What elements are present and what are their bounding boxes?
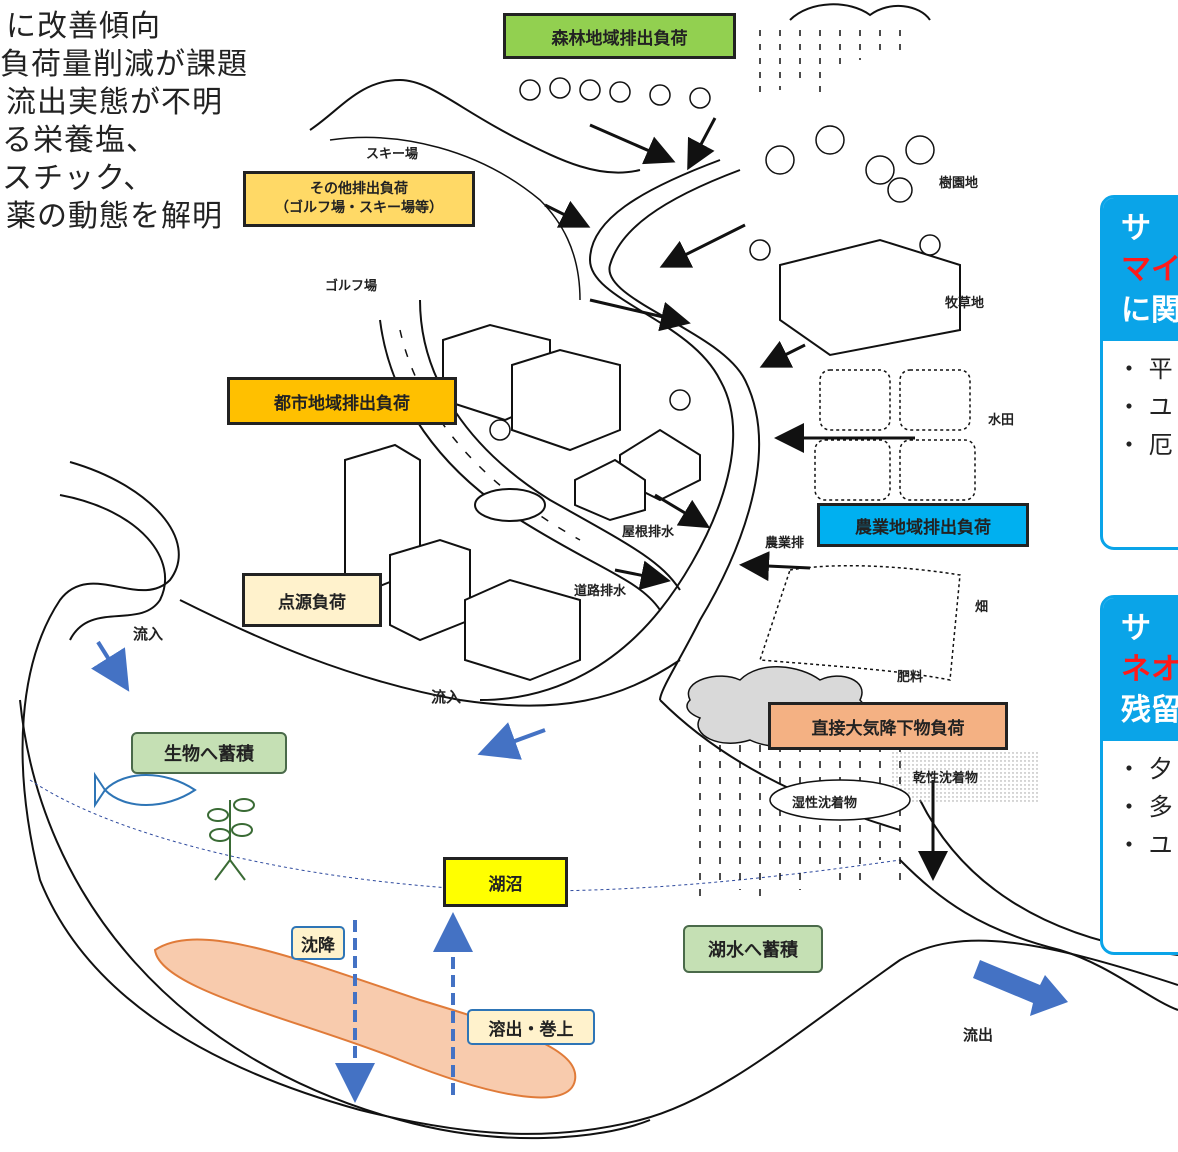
orchard-label: 樹園地 (939, 176, 979, 191)
outflow-label: 流出 (963, 1026, 994, 1044)
other-load-title: その他排出負荷 (310, 181, 408, 197)
other-load-label: その他排出負荷 （ゴルフ場・スキー場等） (243, 171, 475, 227)
panel-title-line: 残留 (1121, 693, 1178, 728)
inflow-label: 流入 (133, 625, 164, 643)
panel-title-line: に関 (1121, 293, 1178, 328)
lake-outline (21, 461, 1178, 1135)
bullet-line: 負荷量削減が課題 (0, 47, 248, 82)
agri-drainage-label: 農業排 (765, 536, 805, 551)
panel-header: サ マイ に関 (1103, 198, 1178, 341)
inflow-label: 流入 (431, 688, 462, 706)
left-bullet-text: に改善傾向 負荷量削減が課題 流出実態が不明 る栄養塩、 スチック、 薬の動態を… (0, 8, 248, 236)
river-bank-left (479, 159, 735, 701)
sub-theme-panel-2: サ ネオ 残留 ・ 夕 ・ 多 ・ ユ (1100, 595, 1178, 955)
paddy-label: 水田 (988, 413, 1015, 428)
dry-deposition-area (890, 752, 1040, 802)
urban-load-label: 都市地域排出負荷 (227, 377, 457, 425)
panel-title-line: サ (1121, 611, 1151, 646)
rain-cloud-top (789, 3, 931, 21)
point-source-label: 点源負荷 (242, 573, 382, 627)
wet-deposition-cloud (769, 779, 911, 821)
dry-deposition-label: 乾性沈着物 (913, 771, 979, 786)
ski-resort-label: スキー場 (366, 147, 419, 162)
bullet-line: に改善傾向 (6, 9, 161, 44)
panel-item: ・ 厄 (1117, 431, 1173, 459)
bullet-line: 薬の動態を解明 (6, 199, 223, 234)
road-drainage-label: 道路排水 (574, 584, 627, 599)
panel-title-highlight: ネオ (1121, 652, 1178, 687)
sub-theme-panel-1: サ マイ に関 ・ 平 ・ ユ ・ 厄 (1100, 195, 1178, 550)
panel-item: ・ 夕 (1117, 755, 1173, 783)
pasture-label: 牧草地 (945, 296, 985, 311)
resuspension-label: 溶出・巻上 (467, 1009, 595, 1045)
panel-item: ・ 多 (1117, 793, 1173, 821)
panel-header: サ ネオ 残留 (1103, 598, 1178, 741)
bullet-line: る栄養塩、 (2, 123, 157, 158)
fertilizer-label: 肥料 (897, 670, 924, 685)
bullet-line: スチック、 (2, 161, 155, 196)
atmospheric-load-label: 直接大気降下物負荷 (768, 702, 1008, 750)
other-load-subtitle: （ゴルフ場・スキー場等） (275, 200, 443, 216)
field-label: 畑 (975, 600, 989, 615)
bullet-line: 流出実態が不明 (6, 85, 223, 120)
river-bank-right (608, 169, 761, 701)
panel-title-highlight: マイ (1121, 252, 1178, 287)
panel-item: ・ ユ (1117, 393, 1173, 421)
sedimentation-label: 沈降 (291, 926, 345, 960)
wet-deposition-label: 湿性沈着物 (792, 796, 858, 811)
panel-item: ・ 平 (1117, 355, 1173, 383)
sediment-layer (153, 938, 577, 1099)
panel-body: ・ 平 ・ ユ ・ 厄 (1103, 341, 1178, 463)
plant-icon (207, 798, 255, 881)
panel-item: ・ ユ (1117, 831, 1173, 859)
panel-body: ・ 夕 ・ 多 ・ ユ (1103, 741, 1178, 863)
outflow-arrow (973, 960, 1068, 1016)
golf-course-label: ゴルフ場 (325, 279, 378, 294)
roof-drainage-label: 屋根排水 (622, 525, 675, 540)
panel-title-line: サ (1121, 211, 1151, 246)
forest-load-label: 森林地域排出負荷 (503, 13, 736, 59)
lake-label: 湖沼 (443, 857, 568, 907)
agri-load-label: 農業地域排出負荷 (817, 503, 1029, 547)
water-accumulation-label: 湖水へ蓄積 (683, 925, 823, 973)
fish-icon (94, 771, 197, 809)
bio-accumulation-label: 生物へ蓄積 (131, 732, 287, 774)
